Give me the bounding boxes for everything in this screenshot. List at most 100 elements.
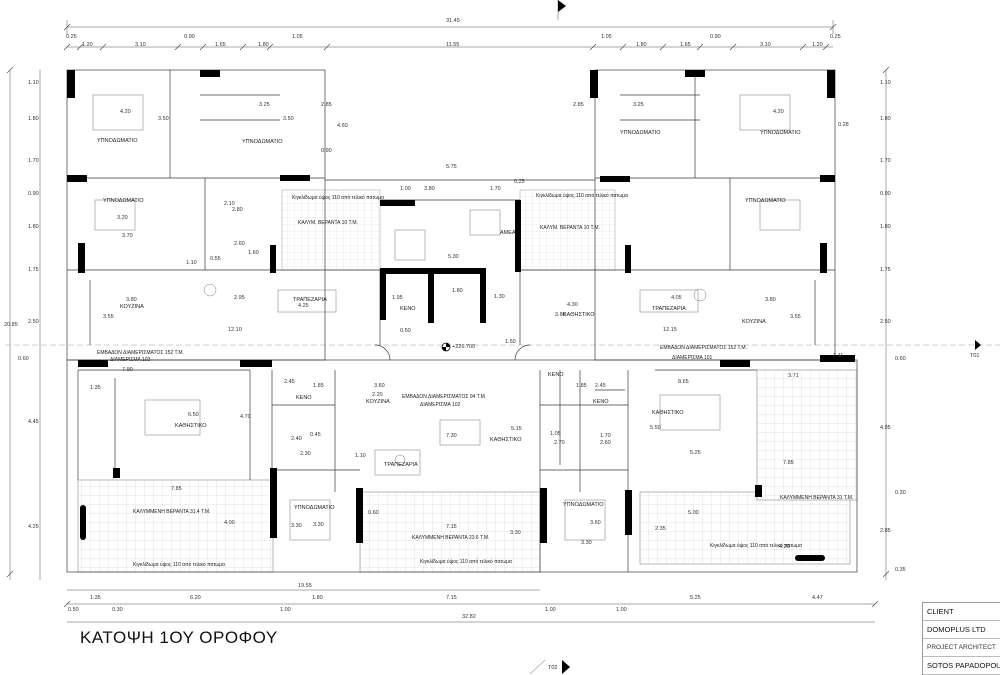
dim-value: 1.00	[400, 186, 411, 192]
room-label: ΚΕΝΟ	[548, 372, 564, 378]
dimension-ticks	[6, 23, 890, 608]
dim-value: 4.30	[567, 302, 578, 308]
dim-value: 1.05	[292, 34, 303, 40]
dim-value: 1.10	[355, 453, 366, 459]
wall-outlines	[66, 69, 858, 573]
inner-dimensions: 4.20 3.50 3.25 2.85 4.60 0.90 3.50 3.25 …	[90, 102, 849, 550]
dim-value: 1.10	[28, 80, 39, 86]
room-label: ΥΠΝΟΔΩΜΑΤΙΟ	[563, 502, 604, 508]
dim-value: 1.70	[880, 158, 891, 164]
dim-value: 0.50	[400, 328, 411, 334]
room-label: ΥΠΝΟΔΩΜΑΤΙΟ	[97, 138, 138, 144]
dim-value: 1.95	[392, 295, 403, 301]
left-dimensions: 1.10 1.80 1.70 0.90 1.80 1.75 2.50 0.60 …	[18, 80, 39, 530]
dim-value: 3.25	[633, 102, 644, 108]
dim-value: 1.00	[545, 607, 556, 613]
dim-value: 4.05	[671, 295, 682, 301]
dim-value: 1.70	[600, 433, 611, 439]
dim-value: 3.30	[291, 523, 302, 529]
dim-value: 4.20	[779, 544, 790, 550]
dim-value: 0.55	[210, 256, 221, 262]
dim-value: 1.80	[636, 42, 647, 48]
dim-value: 2.50	[28, 319, 39, 325]
dim-value: 4.60	[337, 123, 348, 129]
apartment-label: ΔΙΑΜΕΡΙΣΜΑ 102	[420, 402, 461, 408]
dim-value: 1.20	[82, 42, 93, 48]
room-label: ΚΑΘΗΣΤΙΚΟ	[175, 423, 207, 429]
dim-value: 0.25	[66, 34, 77, 40]
overall-width-top: 31.45	[446, 18, 460, 24]
dim-value: 1.80	[880, 116, 891, 122]
dim-value: 2.60	[234, 241, 245, 247]
room-label: ΥΠΝΟΔΩΜΑΤΙΟ	[294, 505, 335, 511]
dim-value: 2.70	[554, 440, 565, 446]
dim-value: 4.25	[298, 303, 309, 309]
dim-value: 2.85	[573, 102, 584, 108]
room-label: ΚΟΥΖΙΝΑ	[742, 319, 766, 325]
dim-value: 3.80	[126, 297, 137, 303]
room-label: ΥΠΝΟΔΩΜΑΤΙΟ	[760, 130, 801, 136]
dim-value: 0.90	[321, 148, 332, 154]
tiled-floors	[77, 189, 858, 573]
bottom-subtotal: 19.55	[298, 583, 312, 589]
dim-value: 7.30	[446, 433, 457, 439]
dim-value: 3.30	[581, 540, 592, 546]
area-label: ΕΜΒΑΔΟΝ ΔΙΑΜΕΡΙΣΜΑΤΟΣ 152 Τ.Μ.	[660, 345, 747, 351]
dim-value: 0.90	[184, 34, 195, 40]
dim-value: 1.70	[28, 158, 39, 164]
architect-label: PROJECT ARCHITECT	[923, 639, 1000, 657]
room-label: ΚΟΥΖΙΝΑ	[120, 304, 144, 310]
dim-value: 3.80	[765, 297, 776, 303]
dim-value: 4.20	[120, 109, 131, 115]
bottom-dimensions: 0.50 1.35 0.30 6.20 1.00 1.80 7.15 1.00 …	[68, 595, 823, 613]
dim-value: 3.80	[555, 312, 566, 318]
dim-value: 3.80	[424, 186, 435, 192]
dim-value: 3.10	[135, 42, 146, 48]
dim-value: 1.80	[452, 288, 463, 294]
dim-value: 0.90	[28, 191, 39, 197]
dim-value: 1.65	[680, 42, 691, 48]
dim-value: 2.45	[595, 383, 606, 389]
overall-dimensions: 31.45 32.82 20.85 19.55 +226.700 T01 T02	[4, 18, 979, 671]
room-label: ΤΡΑΠΕΖΑΡΙΑ	[293, 297, 327, 303]
dim-value: 1.80	[880, 224, 891, 230]
dim-value: 2.45	[284, 379, 295, 385]
dim-value: 3.71	[788, 373, 799, 379]
dim-value: 1.35	[90, 385, 101, 391]
room-label: ΚΑΛΥΜΜΕΝΗ ΒΕΡΑΝΤΑ 23.6 Τ.Μ.	[412, 535, 489, 541]
dim-value: 11.55	[446, 42, 459, 48]
dim-value: 4.45	[28, 419, 39, 425]
room-label: ΤΡΑΠΕΖΑΡΙΑ	[384, 462, 418, 468]
dim-value: 7.90	[122, 367, 133, 373]
dim-value: 0.25	[514, 179, 525, 185]
dim-value: 1.60	[248, 250, 259, 256]
dim-value: 6.50	[188, 412, 199, 418]
structural-walls[interactable]	[67, 70, 855, 561]
dim-value: 4.20	[773, 109, 784, 115]
top-dimensions: 0.25 1.20 3.10 0.90 1.65 1.80 1.05 11.55…	[66, 34, 841, 48]
room-label: ΥΠΝΟΔΩΜΑΤΙΟ	[745, 198, 786, 204]
dim-value: 3.30	[313, 522, 324, 528]
room-label: ΚΕΝΟ	[593, 399, 609, 405]
dim-value: 2.50	[880, 319, 891, 325]
dim-value: 1.85	[313, 383, 324, 389]
room-label: ΚΑΘΗΣΤΙΚΟ	[652, 410, 684, 416]
room-label: ΥΠΝΟΔΩΜΑΤΙΟ	[103, 198, 144, 204]
dim-value: 2.40	[291, 436, 302, 442]
dim-value: 12.10	[228, 327, 242, 333]
room-label: ΚΕΝΟ	[400, 306, 416, 312]
dim-value: 5.00	[688, 510, 699, 516]
dim-value: 1.85	[576, 383, 587, 389]
dim-value: 0.50	[68, 607, 79, 613]
dimension-lines	[5, 0, 1000, 674]
dim-value: 2.60	[600, 440, 611, 446]
dim-value: 7.85	[783, 460, 794, 466]
section-label: T02	[548, 665, 557, 671]
dim-value: 0.45	[310, 432, 321, 438]
dim-value: 1.00	[616, 607, 627, 613]
dim-value: 1.11	[833, 353, 843, 359]
room-label: ΚΑΛΥΜ. ΒΕΡΑΝΤΑ 10 Τ.Μ.	[540, 225, 600, 231]
dim-value: 3.50	[283, 116, 294, 122]
dim-value: 1.05	[601, 34, 612, 40]
dim-value: 3.60	[374, 383, 385, 389]
